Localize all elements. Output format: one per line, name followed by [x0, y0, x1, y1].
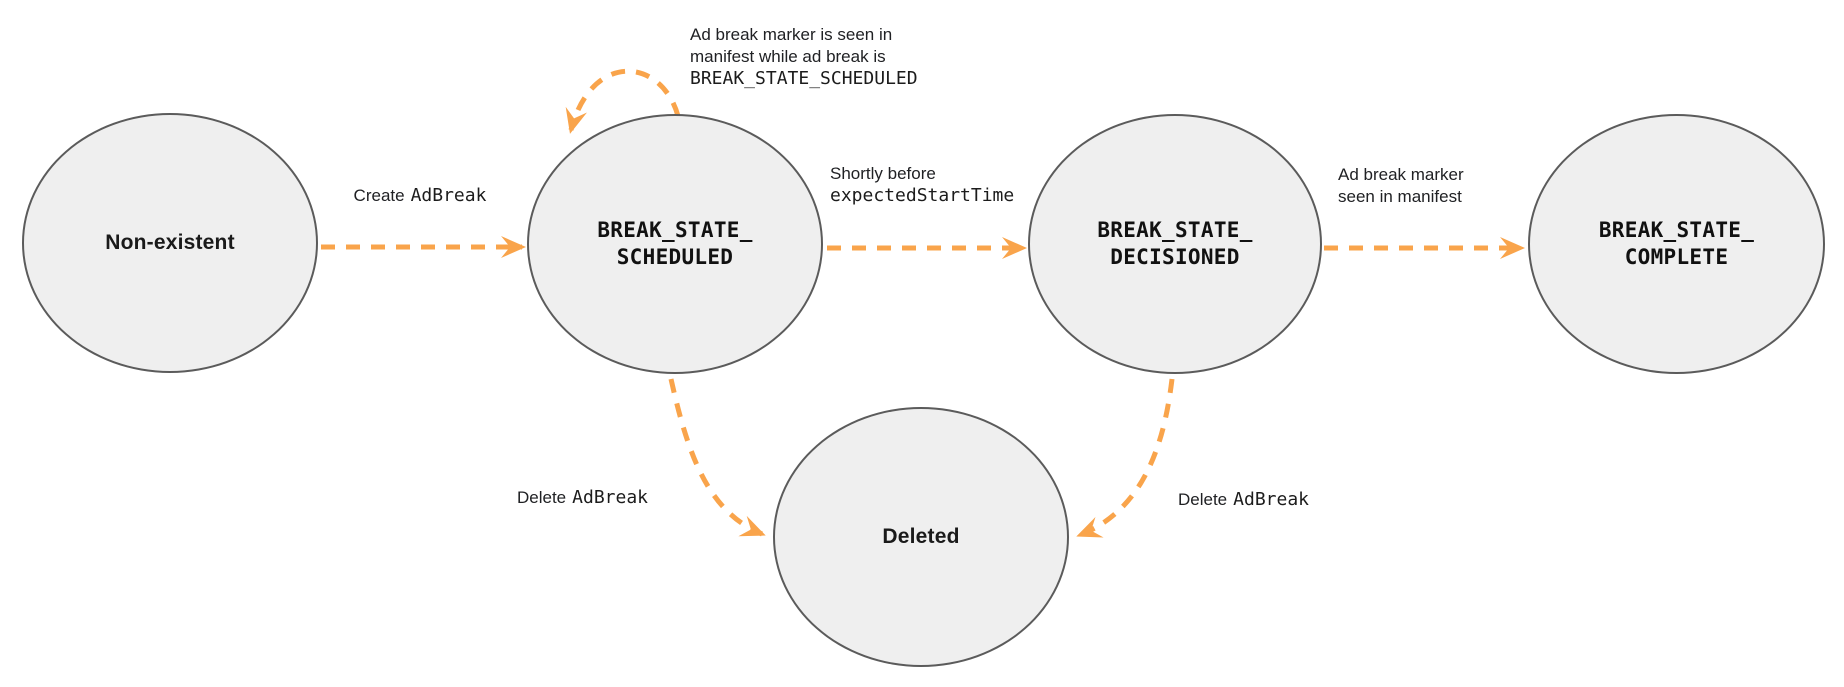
edge-label-marker-seen: Ad break marker seen in manifest [1338, 165, 1464, 206]
state-node-break-state-scheduled: BREAK_STATE_SCHEDULED [527, 114, 823, 374]
state-node-break-state-decisioned: BREAK_STATE_DECISIONED [1028, 114, 1322, 374]
edge-label-self-loop: Ad break marker is seen in manifest whil… [690, 25, 918, 89]
state-label-break-state-decisioned: BREAK_STATE_DECISIONED [1097, 218, 1253, 269]
state-label-non-existent: Non-existent [105, 231, 235, 254]
state-node-deleted: Deleted [773, 407, 1069, 667]
edge-scheduled-to-deleted [668, 378, 766, 537]
edge-self-loop-scheduled [565, 68, 681, 134]
state-label-deleted: Deleted [882, 525, 960, 548]
state-label-break-state-complete: BREAK_STATE_COMPLETE [1598, 218, 1755, 269]
state-label-break-state-scheduled: BREAK_STATE_SCHEDULED [597, 218, 753, 269]
state-node-non-existent: Non-existent [22, 113, 318, 373]
edge-label-shortly-before: Shortly before expectedStartTime [830, 164, 1015, 206]
edge-decisioned-to-deleted [1076, 378, 1175, 538]
state-node-break-state-complete: BREAK_STATE_COMPLETE [1528, 114, 1825, 374]
